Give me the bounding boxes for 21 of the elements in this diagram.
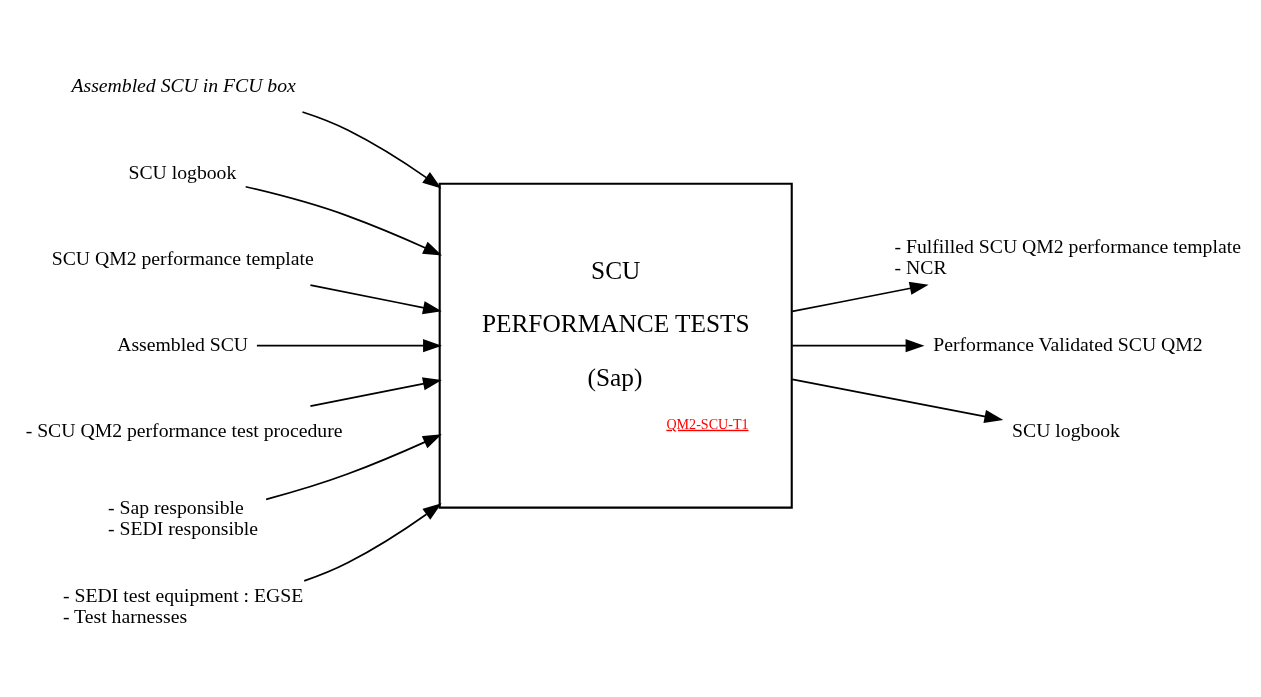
arrow bbox=[303, 503, 442, 582]
node-text: Assembled SCU bbox=[117, 332, 249, 355]
arrow bbox=[265, 434, 442, 501]
node-text: - SCU QM2 performance test procedure bbox=[25, 418, 343, 441]
node-text: Performance Validated SCU QM2 bbox=[933, 332, 1203, 355]
node-box: SCU PERFORMANCE TESTS (Sap) QM2-SCU-T1 bbox=[438, 182, 793, 509]
node-text: SCU logbook bbox=[1012, 418, 1120, 441]
arrow bbox=[791, 339, 925, 353]
arrow bbox=[244, 185, 442, 256]
node-text: SCU logbook bbox=[128, 161, 237, 184]
node-text: - SEDI test equipment : EGSE - Test harnesses bbox=[62, 584, 304, 628]
node-text: - Fulfilled SCU QM2 performance template - NCR bbox=[894, 235, 1241, 279]
node-text: SCU QM2 performance template bbox=[51, 246, 314, 269]
arrow bbox=[309, 284, 442, 315]
arrow bbox=[309, 377, 442, 407]
arrow bbox=[791, 281, 929, 313]
node-text: Assembled SCU in FCU box bbox=[71, 73, 296, 96]
node-text: - Sap responsible - SEDI responsible bbox=[108, 495, 259, 539]
arrow bbox=[256, 339, 442, 353]
arrow bbox=[301, 111, 442, 189]
arrow bbox=[791, 378, 1004, 423]
